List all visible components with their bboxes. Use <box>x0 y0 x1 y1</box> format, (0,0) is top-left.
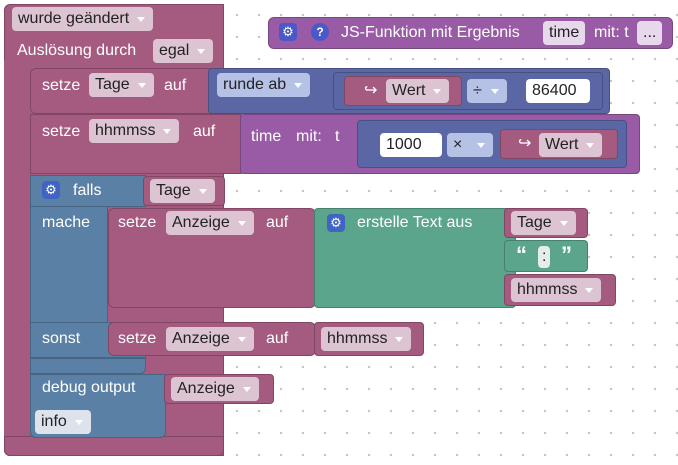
set-hhmmss-set-label: setze <box>42 123 81 140</box>
if-condition-dropdown[interactable]: Tage <box>150 179 215 203</box>
js-function-label: JS-Funktion mit Ergebnis <box>341 24 520 41</box>
debug-var-dropdown[interactable]: Anzeige <box>171 377 259 401</box>
js-function-more-field[interactable]: ... <box>637 21 663 45</box>
js-function-with-label: mit: t <box>594 24 629 41</box>
js-function-block[interactable] <box>268 17 673 49</box>
time-function-label: time <box>251 128 282 145</box>
divide-operator-dropdown[interactable]: ÷ <box>467 79 507 103</box>
create-text-block[interactable] <box>314 208 516 308</box>
triggered-by-dropdown[interactable]: egal <box>153 39 214 63</box>
js-function-help-icon[interactable]: ? <box>311 23 329 41</box>
set-tage-var-dropdown[interactable]: Tage <box>89 73 154 97</box>
if-label: falls <box>73 182 102 199</box>
time-function-with-label: mit: <box>296 128 322 145</box>
multiply-value-arrow-icon: ↪ <box>518 135 532 152</box>
divide-value-arrow-icon: ↪ <box>364 82 378 99</box>
if-else-bottom <box>30 358 146 374</box>
set-tage-to-label: auf <box>164 77 187 94</box>
multiply-value-dropdown[interactable]: Wert <box>539 133 603 157</box>
if-gear-icon[interactable]: ⚙ <box>42 181 60 199</box>
time-function-param-label: t <box>335 128 340 145</box>
else-label: sonst <box>42 330 81 347</box>
create-text-gear-icon[interactable]: ⚙ <box>327 214 345 232</box>
create-text-item1-dropdown[interactable]: Tage <box>511 211 576 235</box>
multiply-number-field[interactable]: 1000 <box>380 133 442 157</box>
round-down-dropdown[interactable]: runde ab <box>217 73 311 97</box>
set-anzeige-else-set-label: setze <box>118 330 157 347</box>
set-anzeige-else-value-dropdown[interactable]: hhmmss <box>321 327 412 351</box>
set-anzeige-text-set-label: setze <box>118 214 157 231</box>
set-anzeige-text-var-dropdown[interactable]: Anzeige <box>166 211 254 235</box>
debug-output-label: debug output <box>42 379 136 396</box>
set-hhmmss-to-label: auf <box>193 123 216 140</box>
js-function-param-field[interactable]: time <box>543 21 586 45</box>
trigger-block-bottom <box>4 436 224 456</box>
debug-level-dropdown[interactable]: info <box>35 410 91 434</box>
trigger-block-spine <box>4 60 30 440</box>
trigger-changed-dropdown[interactable]: wurde geändert <box>12 7 154 31</box>
divide-value-dropdown[interactable]: Wert <box>386 79 450 103</box>
create-text-label: erstelle Text aus <box>357 214 473 231</box>
set-anzeige-else-to-label: auf <box>266 330 289 347</box>
create-text-string-field[interactable]: : <box>538 246 551 268</box>
quote-open-icon: “ <box>516 242 527 267</box>
quote-close-icon: ” <box>561 242 572 267</box>
set-anzeige-else-var-dropdown[interactable]: Anzeige <box>166 327 254 351</box>
do-label: mache <box>42 214 91 231</box>
js-function-gear-icon[interactable]: ⚙ <box>279 23 297 41</box>
set-hhmmss-var-dropdown[interactable]: hhmmss <box>89 119 180 143</box>
divide-number-field[interactable]: 86400 <box>526 79 590 103</box>
create-text-item3-dropdown[interactable]: hhmmss <box>511 278 602 302</box>
multiply-operator-dropdown[interactable]: × <box>447 133 493 157</box>
set-tage-set-label: setze <box>42 77 81 94</box>
set-anzeige-text-to-label: auf <box>266 214 289 231</box>
triggered-by-label: Auslösung durch <box>17 42 137 59</box>
